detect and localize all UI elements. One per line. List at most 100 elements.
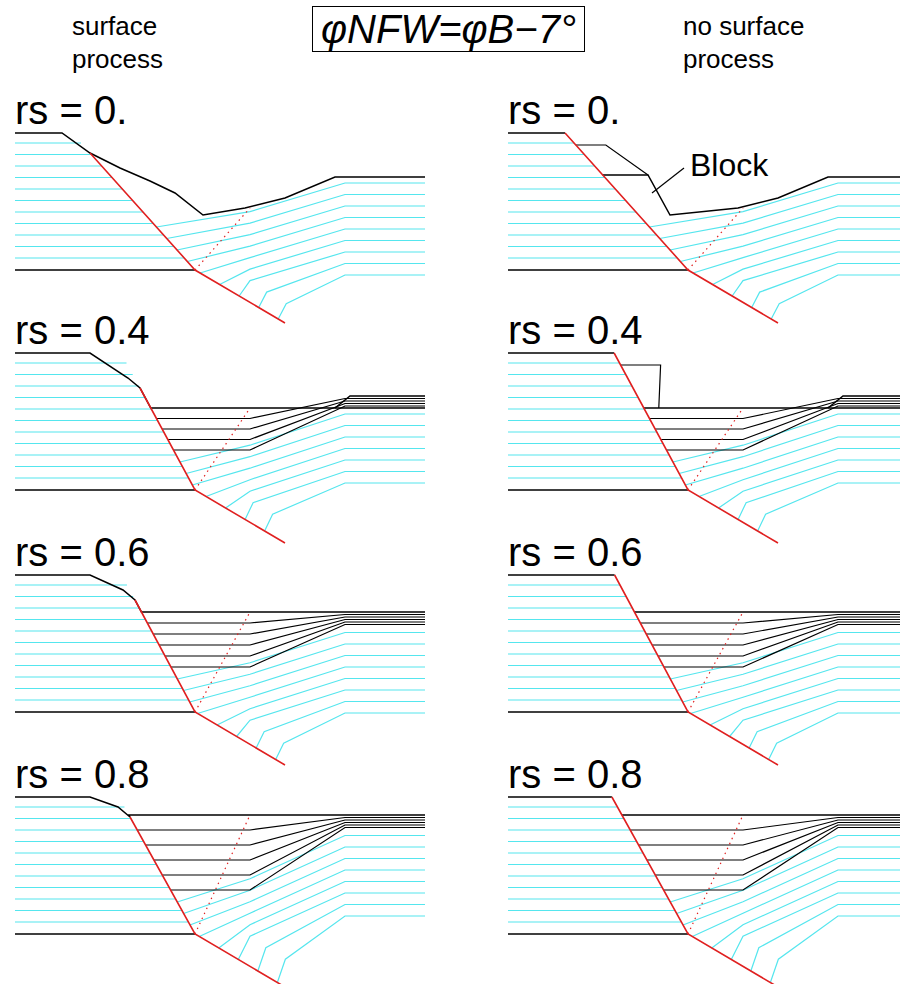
strata-line: [15, 246, 174, 247]
strata-line: [15, 454, 176, 455]
strata-line: [259, 264, 425, 308]
strata-line: [15, 898, 176, 899]
panel-label: rs = 0.8: [15, 752, 150, 796]
surface-line: [15, 269, 195, 271]
surface-line: [664, 828, 900, 891]
strata-line: [15, 596, 133, 597]
fault-line: [130, 817, 285, 984]
model-panel: [15, 133, 425, 323]
strata-line: [15, 177, 112, 178]
strata-line: [508, 397, 638, 398]
strata-line: [15, 852, 150, 853]
strata-line: [508, 257, 677, 258]
strata-line: [245, 472, 425, 520]
strata-line: [508, 665, 663, 666]
strata-line: [719, 460, 900, 508]
surface-line: [15, 575, 425, 612]
strata-line: [508, 246, 667, 247]
panel-label: rs = 0.8: [508, 752, 643, 796]
strata-line: [508, 165, 595, 166]
strata-line: [206, 449, 425, 497]
surface-line: [664, 625, 900, 668]
model-panel: [508, 353, 900, 543]
surface-line: [508, 352, 614, 354]
strata-line: [508, 806, 617, 807]
strata-line: [15, 676, 176, 677]
strata-line: [508, 374, 626, 375]
model-panel: [15, 797, 425, 984]
surface-line: [508, 933, 688, 935]
model-panel: [15, 353, 425, 543]
strata-line: [749, 702, 900, 749]
strata-line: [508, 385, 632, 386]
strata-line: [713, 241, 900, 285]
strata-line: [15, 142, 81, 143]
surface-line: [171, 625, 425, 668]
fault-line: [140, 388, 285, 543]
fault-line: [195, 815, 250, 934]
strata-line: [508, 362, 620, 363]
strata-line: [508, 898, 669, 899]
column-heading: surface process: [72, 10, 202, 75]
callout-label: Block: [690, 148, 768, 183]
strata-line: [508, 829, 630, 830]
strata-line: [508, 864, 649, 865]
fault-line: [688, 208, 743, 270]
surface-line: [630, 818, 900, 831]
surface-line: [162, 825, 425, 875]
strata-line: [508, 466, 675, 467]
surface-line: [162, 401, 425, 429]
strata-line: [508, 596, 626, 597]
strata-line: [649, 183, 900, 227]
strata-line: [15, 211, 143, 212]
strata-line: [508, 443, 663, 444]
strata-line: [508, 188, 615, 189]
surface-line: [335, 396, 425, 408]
surface-line: [171, 828, 425, 891]
strata-line: [220, 241, 425, 285]
strata-line: [265, 483, 425, 531]
strata-line: [15, 921, 188, 922]
strata-line: [239, 252, 425, 296]
strata-line: [15, 607, 139, 608]
surface-line: [508, 489, 688, 491]
strata-line: [180, 414, 425, 462]
strata-line: [712, 882, 900, 949]
fault-line: [135, 600, 285, 765]
fault-line: [614, 353, 778, 543]
surface-line: [146, 820, 425, 845]
strata-line: [508, 910, 675, 911]
surface-line: [15, 797, 425, 817]
surface-line: [652, 620, 900, 646]
strata-line: [15, 619, 145, 620]
panel-label: rs = 0.: [15, 88, 127, 132]
strata-line: [156, 183, 425, 227]
leader-line: [652, 168, 684, 193]
strata-line: [15, 408, 151, 409]
strata-line: [752, 264, 900, 308]
surface-line: [661, 404, 900, 440]
strata-line: [15, 806, 124, 807]
surface-line: [15, 933, 195, 935]
strata-line: [508, 431, 657, 432]
surface-line: [137, 818, 425, 831]
fault-line: [688, 815, 743, 934]
strata-line: [15, 223, 153, 224]
surface-line: [15, 489, 195, 491]
strata-line: [15, 653, 164, 654]
strata-line: [732, 252, 900, 296]
surface-line: [644, 407, 900, 409]
surface-line: [639, 820, 900, 845]
surface-line: [173, 406, 425, 450]
fault-line: [688, 408, 743, 490]
surface-line: [165, 622, 425, 656]
strata-line: [508, 200, 626, 201]
surface-line: [15, 711, 195, 713]
strata-line: [508, 921, 681, 922]
strata-line: [15, 431, 164, 432]
strata-line: [508, 234, 657, 235]
strata-line: [15, 165, 102, 166]
model-panel: [508, 797, 900, 984]
strata-line: [508, 619, 638, 620]
strata-line: [693, 229, 900, 273]
